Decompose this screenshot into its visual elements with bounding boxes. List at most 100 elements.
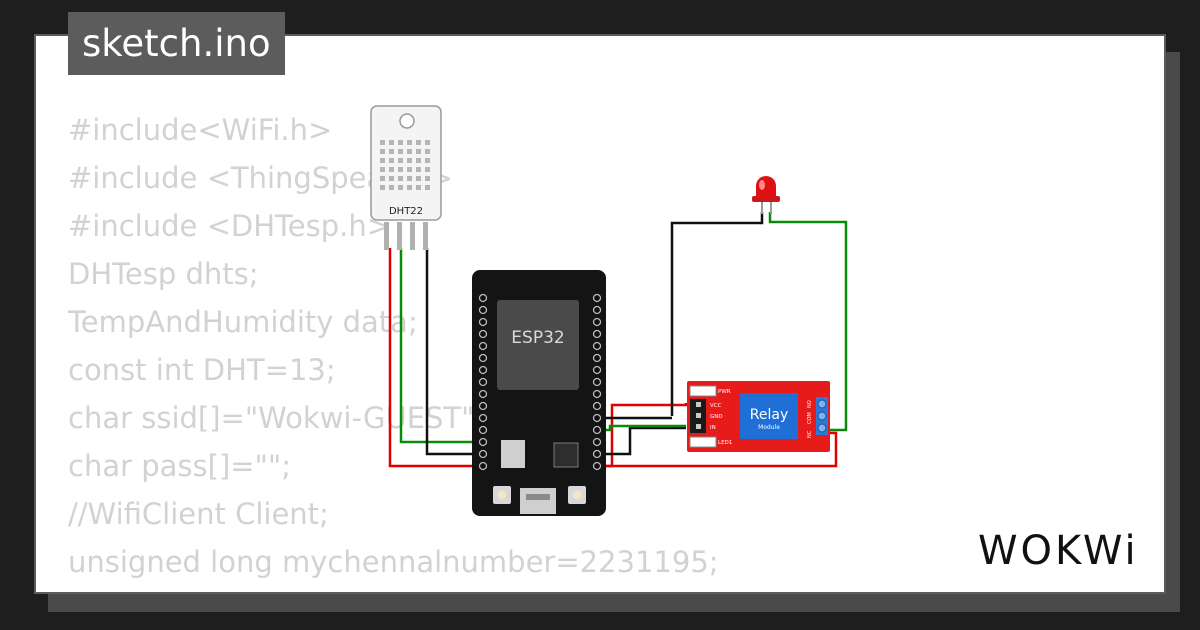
sensor-vent: [416, 176, 421, 181]
sensor-vent: [398, 158, 403, 163]
esp32-pin: [592, 305, 602, 315]
esp32-pin: [478, 341, 488, 351]
sensor-vent: [425, 176, 430, 181]
relay-led-led1: LED1: [718, 440, 732, 446]
sensor-vent: [407, 149, 412, 154]
esp32-pin: [592, 317, 602, 327]
esp32-pin: [478, 377, 488, 387]
code-preview: #include<WiFi.h> #include <ThingSpeak.h>…: [68, 106, 870, 592]
sensor-vent: [416, 158, 421, 163]
relay-terminal-nc: NC: [807, 430, 813, 438]
relay-label: Relay: [750, 407, 788, 423]
sensor-vent: [380, 158, 385, 163]
relay-pin-gnd: GND: [710, 414, 723, 420]
esp32-pin: [592, 353, 602, 363]
esp32-pin: [592, 365, 602, 375]
file-title: sketch.ino: [68, 12, 285, 75]
esp32-pin: [592, 329, 602, 339]
esp32-pin: [592, 341, 602, 351]
esp32-pin: [592, 461, 602, 471]
sensor-vent: [416, 149, 421, 154]
relay-led-pwr: PWR: [718, 389, 731, 395]
esp32-pin: [478, 401, 488, 411]
sensor-vent: [389, 158, 394, 163]
sensor-vent: [398, 185, 403, 190]
sensor-vent: [398, 176, 403, 181]
code-line: #include<WiFi.h>: [68, 113, 333, 147]
esp32-pin: [478, 353, 488, 363]
esp32-pin: [478, 461, 488, 471]
esp32-pin: [478, 425, 488, 435]
sensor-vent: [398, 167, 403, 172]
sensor-vent: [389, 185, 394, 190]
dht22-sensor: DHT22: [370, 105, 442, 250]
code-line: //WifiClient Client;: [68, 497, 329, 531]
esp32-pin: [592, 413, 602, 423]
sensor-vent: [389, 149, 394, 154]
esp32-pin: [478, 437, 488, 447]
sensor-vent: [416, 185, 421, 190]
mcu-label: ESP32: [511, 328, 564, 348]
wire-red-sensor: [388, 248, 478, 468]
esp32-pin: [592, 377, 602, 387]
wire-black-sensor: [425, 248, 478, 456]
sensor-vent: [425, 149, 430, 154]
sensor-vent: [407, 167, 412, 172]
wire-green-led: [768, 212, 848, 432]
sensor-vent: [380, 167, 385, 172]
sensor-vent: [416, 167, 421, 172]
sensor-vent: [407, 140, 412, 145]
sensor-vent: [407, 185, 412, 190]
esp32-pin: [592, 449, 602, 459]
esp32-pin: [592, 437, 602, 447]
wires: [388, 212, 848, 468]
sensor-vent: [389, 140, 394, 145]
esp32-pin: [592, 425, 602, 435]
relay-terminal-com: COM: [807, 412, 813, 424]
sensor-vent: [380, 140, 385, 145]
sensor-vent: [425, 158, 430, 163]
sensor-vent: [389, 167, 394, 172]
wokwi-logo: WOKWi: [978, 528, 1139, 574]
relay-pin-vcc: VCC: [710, 403, 722, 409]
red-led: [752, 176, 780, 214]
esp32-pin: [478, 293, 488, 303]
esp32-pin: [592, 401, 602, 411]
wire-red-loop: [600, 431, 838, 468]
code-line: char pass[]="";: [68, 449, 292, 483]
relay-sublabel: Module: [758, 424, 780, 431]
sensor-vent: [416, 140, 421, 145]
sensor-vent: [425, 185, 430, 190]
wire-black-led: [670, 212, 764, 416]
sensor-vent: [398, 140, 403, 145]
sensor-vent: [380, 185, 385, 190]
relay-terminal-no: NO: [807, 400, 813, 408]
code-line: TempAndHumidity data;: [68, 305, 418, 339]
esp32-pin: [478, 329, 488, 339]
sensor-vent: [407, 176, 412, 181]
wire-black-relay: [600, 426, 686, 456]
sensor-vent: [380, 176, 385, 181]
esp32-pin: [592, 389, 602, 399]
code-line: unsigned long mychennalnumber=2231195;: [68, 545, 719, 579]
sensor-vent: [380, 149, 385, 154]
code-line: DHTesp dhts;: [68, 257, 259, 291]
sensor-vent: [407, 158, 412, 163]
sensor-vent: [425, 140, 430, 145]
esp32-pin: [478, 365, 488, 375]
esp32-pin: [478, 413, 488, 423]
esp32-board: ESP32: [472, 270, 606, 516]
sensor-vent: [398, 149, 403, 154]
esp32-pin: [478, 449, 488, 459]
sensor-vent: [389, 176, 394, 181]
sensor-label: DHT22: [389, 206, 423, 217]
esp32-pin: [478, 317, 488, 327]
code-line: #include <DHTesp.h>: [68, 209, 392, 243]
esp32-pin: [478, 305, 488, 315]
esp32-pin: [592, 293, 602, 303]
relay-module: PWR LED1 VCC GND IN Relay Module NC COM …: [687, 381, 830, 452]
relay-pin-in: IN: [710, 425, 716, 431]
code-line: const int DHT=13;: [68, 353, 336, 387]
sensor-vent: [425, 167, 430, 172]
